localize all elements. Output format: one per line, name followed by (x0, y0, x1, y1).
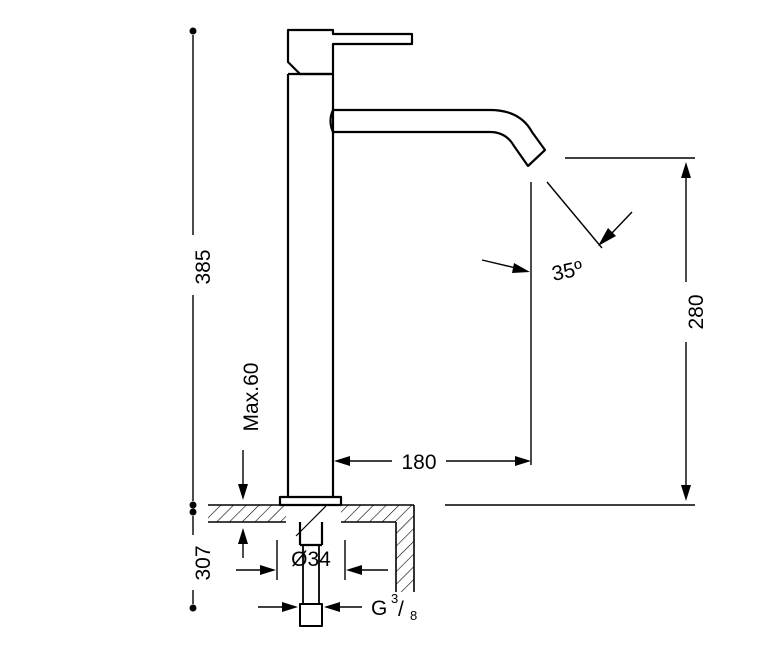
label-385: 385 (192, 249, 215, 284)
faucet-drawing-icon (278, 28, 547, 627)
label-thread-denominator: 8 (410, 608, 417, 623)
dimension-diameter (236, 540, 388, 580)
dimension-385 (189, 27, 197, 509)
dimension-307 (189, 508, 197, 612)
dimension-280 (445, 157, 695, 506)
dimension-thread (258, 602, 362, 612)
dimension-angle (481, 181, 633, 273)
label-280: 280 (685, 294, 708, 329)
label-307: 307 (192, 545, 215, 580)
countertop-hatch-icon (208, 504, 415, 592)
label-angle: 35º (550, 257, 585, 286)
label-180: 180 (401, 451, 436, 474)
label-thread: G (371, 597, 387, 620)
dimension-max60 (238, 450, 248, 558)
label-thread-slash: / (398, 598, 404, 621)
label-diameter: Ø34 (291, 548, 331, 571)
label-thread-numerator: 3 (391, 591, 398, 606)
dimension-180 (334, 182, 532, 466)
label-max60: Max.60 (240, 363, 263, 432)
